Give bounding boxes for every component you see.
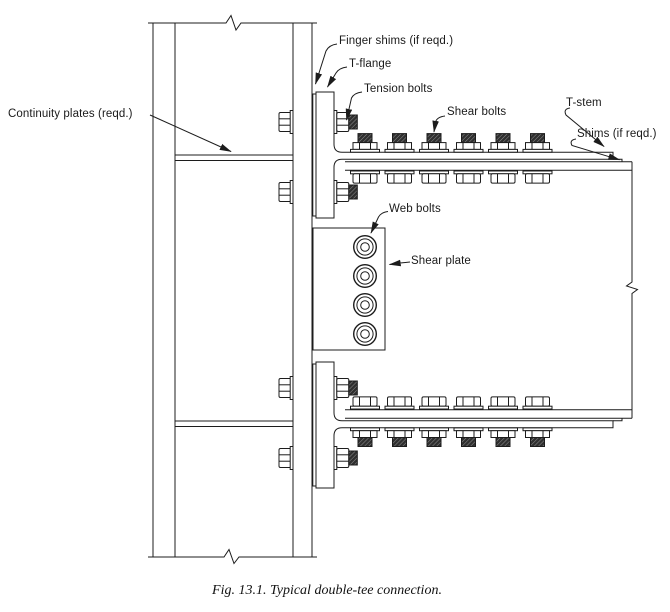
beam: [345, 161, 639, 419]
column: [148, 14, 317, 565]
shear-bolt-top: [488, 133, 518, 184]
leader-tension-bolts: [345, 91, 363, 121]
leader-shear-bolts: [432, 115, 446, 133]
tension-bolt: [278, 446, 358, 470]
leader-t-flange: [327, 66, 348, 88]
web-bolt: [353, 293, 378, 318]
bottom-tee-profile: [315, 361, 614, 489]
tension-bolt: [278, 180, 358, 204]
label-finger-shims: Finger shims (if reqd.): [339, 35, 454, 47]
shear-bolt-bottom: [384, 396, 415, 447]
shear-bolt-top: [453, 133, 484, 184]
column-break-top: [148, 14, 317, 32]
leader-continuity-plates: [149, 114, 232, 152]
label-t-stem: T-stem: [566, 97, 602, 109]
label-t-flange: T-flange: [349, 58, 392, 70]
web-bolt: [353, 234, 378, 259]
shear-bolt-top: [522, 133, 553, 184]
shear-bolt-top: [384, 133, 415, 184]
beam-break-line: [625, 161, 639, 419]
label-shear-plate: Shear plate: [411, 255, 471, 267]
label-web-bolts: Web bolts: [389, 203, 441, 215]
figure-caption: Fig. 13.1. Typical double-tee connection…: [212, 583, 442, 598]
continuity-plate-bottom: [174, 420, 294, 427]
label-tension-bolts: Tension bolts: [364, 83, 433, 95]
label-shims: Shims (if reqd.): [577, 128, 657, 140]
bolts-layer: [278, 110, 553, 470]
shear-bolt-bottom: [488, 396, 518, 447]
continuity-plate-top: [174, 154, 294, 161]
shear-bolt-bottom: [522, 396, 553, 447]
leader-shims: [570, 138, 621, 161]
label-shear-bolts: Shear bolts: [447, 106, 507, 118]
bottom-shim-end: [613, 418, 623, 422]
leader-lines: [149, 43, 621, 267]
tension-bolt: [278, 376, 358, 400]
bottom-tee: [312, 361, 623, 489]
leader-web-bolts: [370, 211, 389, 234]
web-bolt: [353, 322, 378, 347]
column-break-bottom: [148, 548, 317, 565]
leader-finger-shims: [315, 43, 338, 85]
shear-bolt-top: [419, 133, 449, 184]
shear-bolt-bottom: [350, 396, 380, 447]
shear-bolt-bottom: [453, 396, 484, 447]
leader-t-stem: [564, 107, 605, 148]
leader-shear-plate: [388, 259, 411, 267]
shear-bolt-bottom: [419, 396, 449, 447]
shear-bolt-top: [350, 133, 380, 184]
label-continuity-plates: Continuity plates (reqd.): [8, 108, 133, 120]
web-bolt: [353, 264, 378, 289]
